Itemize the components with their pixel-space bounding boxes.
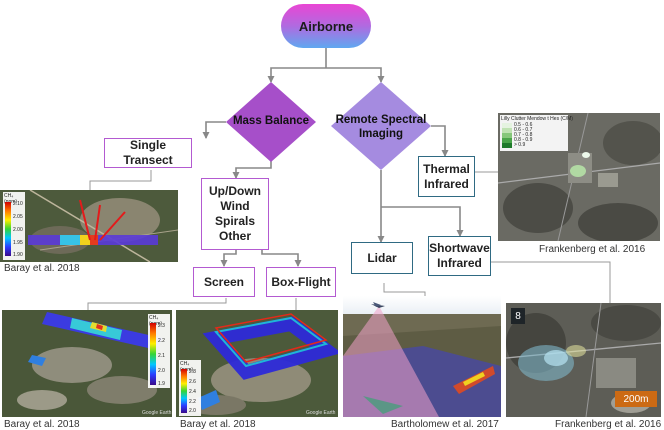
screen-scene: Google Earth — [2, 310, 172, 417]
remote-spectral-line-1: Remote Spectral — [335, 114, 427, 126]
wind-methods-line-4: Other — [218, 229, 251, 243]
transect-colorbar — [5, 202, 11, 256]
box-flight-box: Box-Flight — [266, 267, 336, 297]
thermal-item-2: 0.6 - 0.7 — [514, 127, 533, 133]
caption-baray-screen: Baray et al. 2018 — [4, 419, 80, 430]
thermal-item-3: 0.7 - 0.8 — [514, 132, 533, 138]
lidar-image — [343, 296, 501, 417]
airborne-node: Airborne — [281, 4, 371, 48]
single-transect-label: Single Transect — [123, 138, 173, 167]
transect-scene — [0, 190, 178, 262]
screen-label: Screen — [203, 274, 245, 289]
connector-to-mass-balance — [267, 67, 326, 83]
connector-to-box-flight — [261, 250, 302, 267]
thermal-item-4: 0.8 - 0.9 — [514, 137, 533, 143]
thermal-item-1: 0.5 - 0.6 — [514, 122, 533, 128]
shortwave-infrared-text: Shortwave Infrared — [429, 241, 490, 271]
transect-tick-3: 2.00 — [13, 227, 23, 233]
screen-tick-1: 2.3 — [158, 323, 165, 329]
box-tick-4: 2.2 — [189, 399, 196, 405]
connector-to-screen — [220, 250, 237, 267]
swir-image: 8 200m — [506, 303, 661, 417]
wind-methods-text: Up/Down Wind Spirals Other — [209, 184, 261, 244]
wind-methods-line-3: Spirals — [214, 214, 256, 228]
thermal-line-2: Infrared — [424, 176, 469, 191]
box-flight-image: Google Earth CH₄ (ppm) 2.8 2.6 2.4 2.2 2… — [176, 310, 338, 417]
mass-balance-label: Mass Balance — [232, 115, 310, 127]
swir-line-2: Infrared — [437, 256, 482, 270]
wind-methods-line-1: Up/Down — [209, 184, 261, 198]
screen-image: Google Earth CH₄ (ppm) 2.3 2.2 2.1 2.0 1… — [2, 310, 172, 417]
remote-spectral-line-2: Imaging — [358, 128, 404, 140]
lidar-scene — [343, 296, 501, 417]
box-tick-5: 2.0 — [189, 408, 196, 414]
connector-to-wind-methods — [232, 160, 272, 179]
transect-tick-2: 2.05 — [13, 214, 23, 220]
thermal-swatch-2 — [502, 128, 512, 133]
thermal-infrared-box: Thermal Infrared — [418, 156, 475, 197]
box-tick-1: 2.8 — [189, 369, 196, 375]
svg-text:Google Earth: Google Earth — [142, 410, 172, 416]
thermal-item-5: > 0.9 — [514, 142, 526, 148]
thermal-swatch-4 — [502, 138, 512, 143]
remote-spectral-diamond — [331, 82, 431, 170]
remote-spectral-label: Remote Spectral Imaging — [331, 113, 431, 141]
thermal-line-1: Thermal — [423, 161, 470, 176]
connector-to-single-transect — [202, 121, 226, 139]
svg-text:Google Earth: Google Earth — [306, 410, 336, 416]
box-flight-scene: Google Earth — [176, 310, 338, 417]
caption-frankenberg-thermal: Frankenberg et al. 2016 — [539, 244, 646, 255]
screen-colorbar — [150, 323, 156, 385]
wind-methods-box: Up/Down Wind Spirals Other — [201, 178, 269, 250]
screen-tick-3: 2.1 — [158, 353, 165, 359]
swir-zoom-badge: 8 — [511, 308, 525, 324]
shortwave-infrared-box: Shortwave Infrared — [428, 236, 491, 276]
thermal-infrared-text: Thermal Infrared — [423, 162, 470, 192]
screen-tick-5: 1.9 — [158, 381, 165, 387]
transect-image: CH₄ (ppm) 2.10 2.05 2.00 1.95 1.90 — [0, 190, 178, 262]
thermal-legend: Lilly Clutter Mendow t Hes (C/M) 0.5 - 0… — [500, 115, 573, 151]
connector-to-remote-spectral — [326, 67, 385, 83]
box-flight-label: Box-Flight — [271, 274, 331, 289]
lidar-box: Lidar — [351, 242, 413, 274]
screen-legend: CH₄ (ppm) 2.3 2.2 2.1 2.0 1.9 — [148, 314, 170, 388]
single-transect-box: Single Transect — [104, 138, 192, 168]
box-tick-2: 2.6 — [189, 379, 196, 385]
caption-baray-box: Baray et al. 2018 — [180, 419, 256, 430]
screen-tick-2: 2.2 — [158, 338, 165, 344]
caption-bartholomew: Bartholomew et al. 2017 — [391, 419, 499, 430]
thermal-legend-title: Lilly Clutter Mendow t Hes (C/M) — [501, 116, 573, 122]
screen-box: Screen — [193, 267, 255, 297]
swir-line-1: Shortwave — [429, 241, 490, 255]
leader-swir — [490, 261, 611, 303]
connector-to-thermal — [431, 125, 449, 157]
transect-tick-5: 1.90 — [13, 252, 23, 258]
mass-balance-diamond — [226, 82, 316, 162]
box-legend: CH₄ (ppm) 2.8 2.6 2.4 2.2 2.0 — [179, 360, 201, 416]
transect-tick-1: 2.10 — [13, 201, 23, 207]
lidar-label: Lidar — [367, 250, 397, 265]
leader-transect — [89, 170, 152, 190]
connector-to-swir — [381, 206, 464, 237]
caption-frankenberg-swir: Frankenberg et al. 2016 — [555, 419, 662, 430]
thermal-swatch-5 — [502, 143, 512, 148]
box-tick-3: 2.4 — [189, 389, 196, 395]
thermal-image: Lilly Clutter Mendow t Hes (C/M) 0.5 - 0… — [498, 113, 660, 241]
leader-screen — [87, 298, 227, 310]
box-colorbar — [181, 369, 187, 413]
caption-baray-transect: Baray et al. 2018 — [4, 263, 80, 274]
airborne-label: Airborne — [298, 18, 354, 34]
transect-tick-4: 1.95 — [13, 240, 23, 246]
leader-thermal — [475, 160, 501, 173]
thermal-swatch-3 — [502, 133, 512, 138]
screen-tick-4: 2.0 — [158, 368, 165, 374]
transect-legend: CH₄ (ppm) 2.10 2.05 2.00 1.95 1.90 — [3, 192, 25, 260]
thermal-swatch-1 — [502, 123, 512, 128]
swir-scale-bar: 200m — [615, 391, 657, 407]
wind-methods-line-2: Wind — [220, 199, 250, 213]
